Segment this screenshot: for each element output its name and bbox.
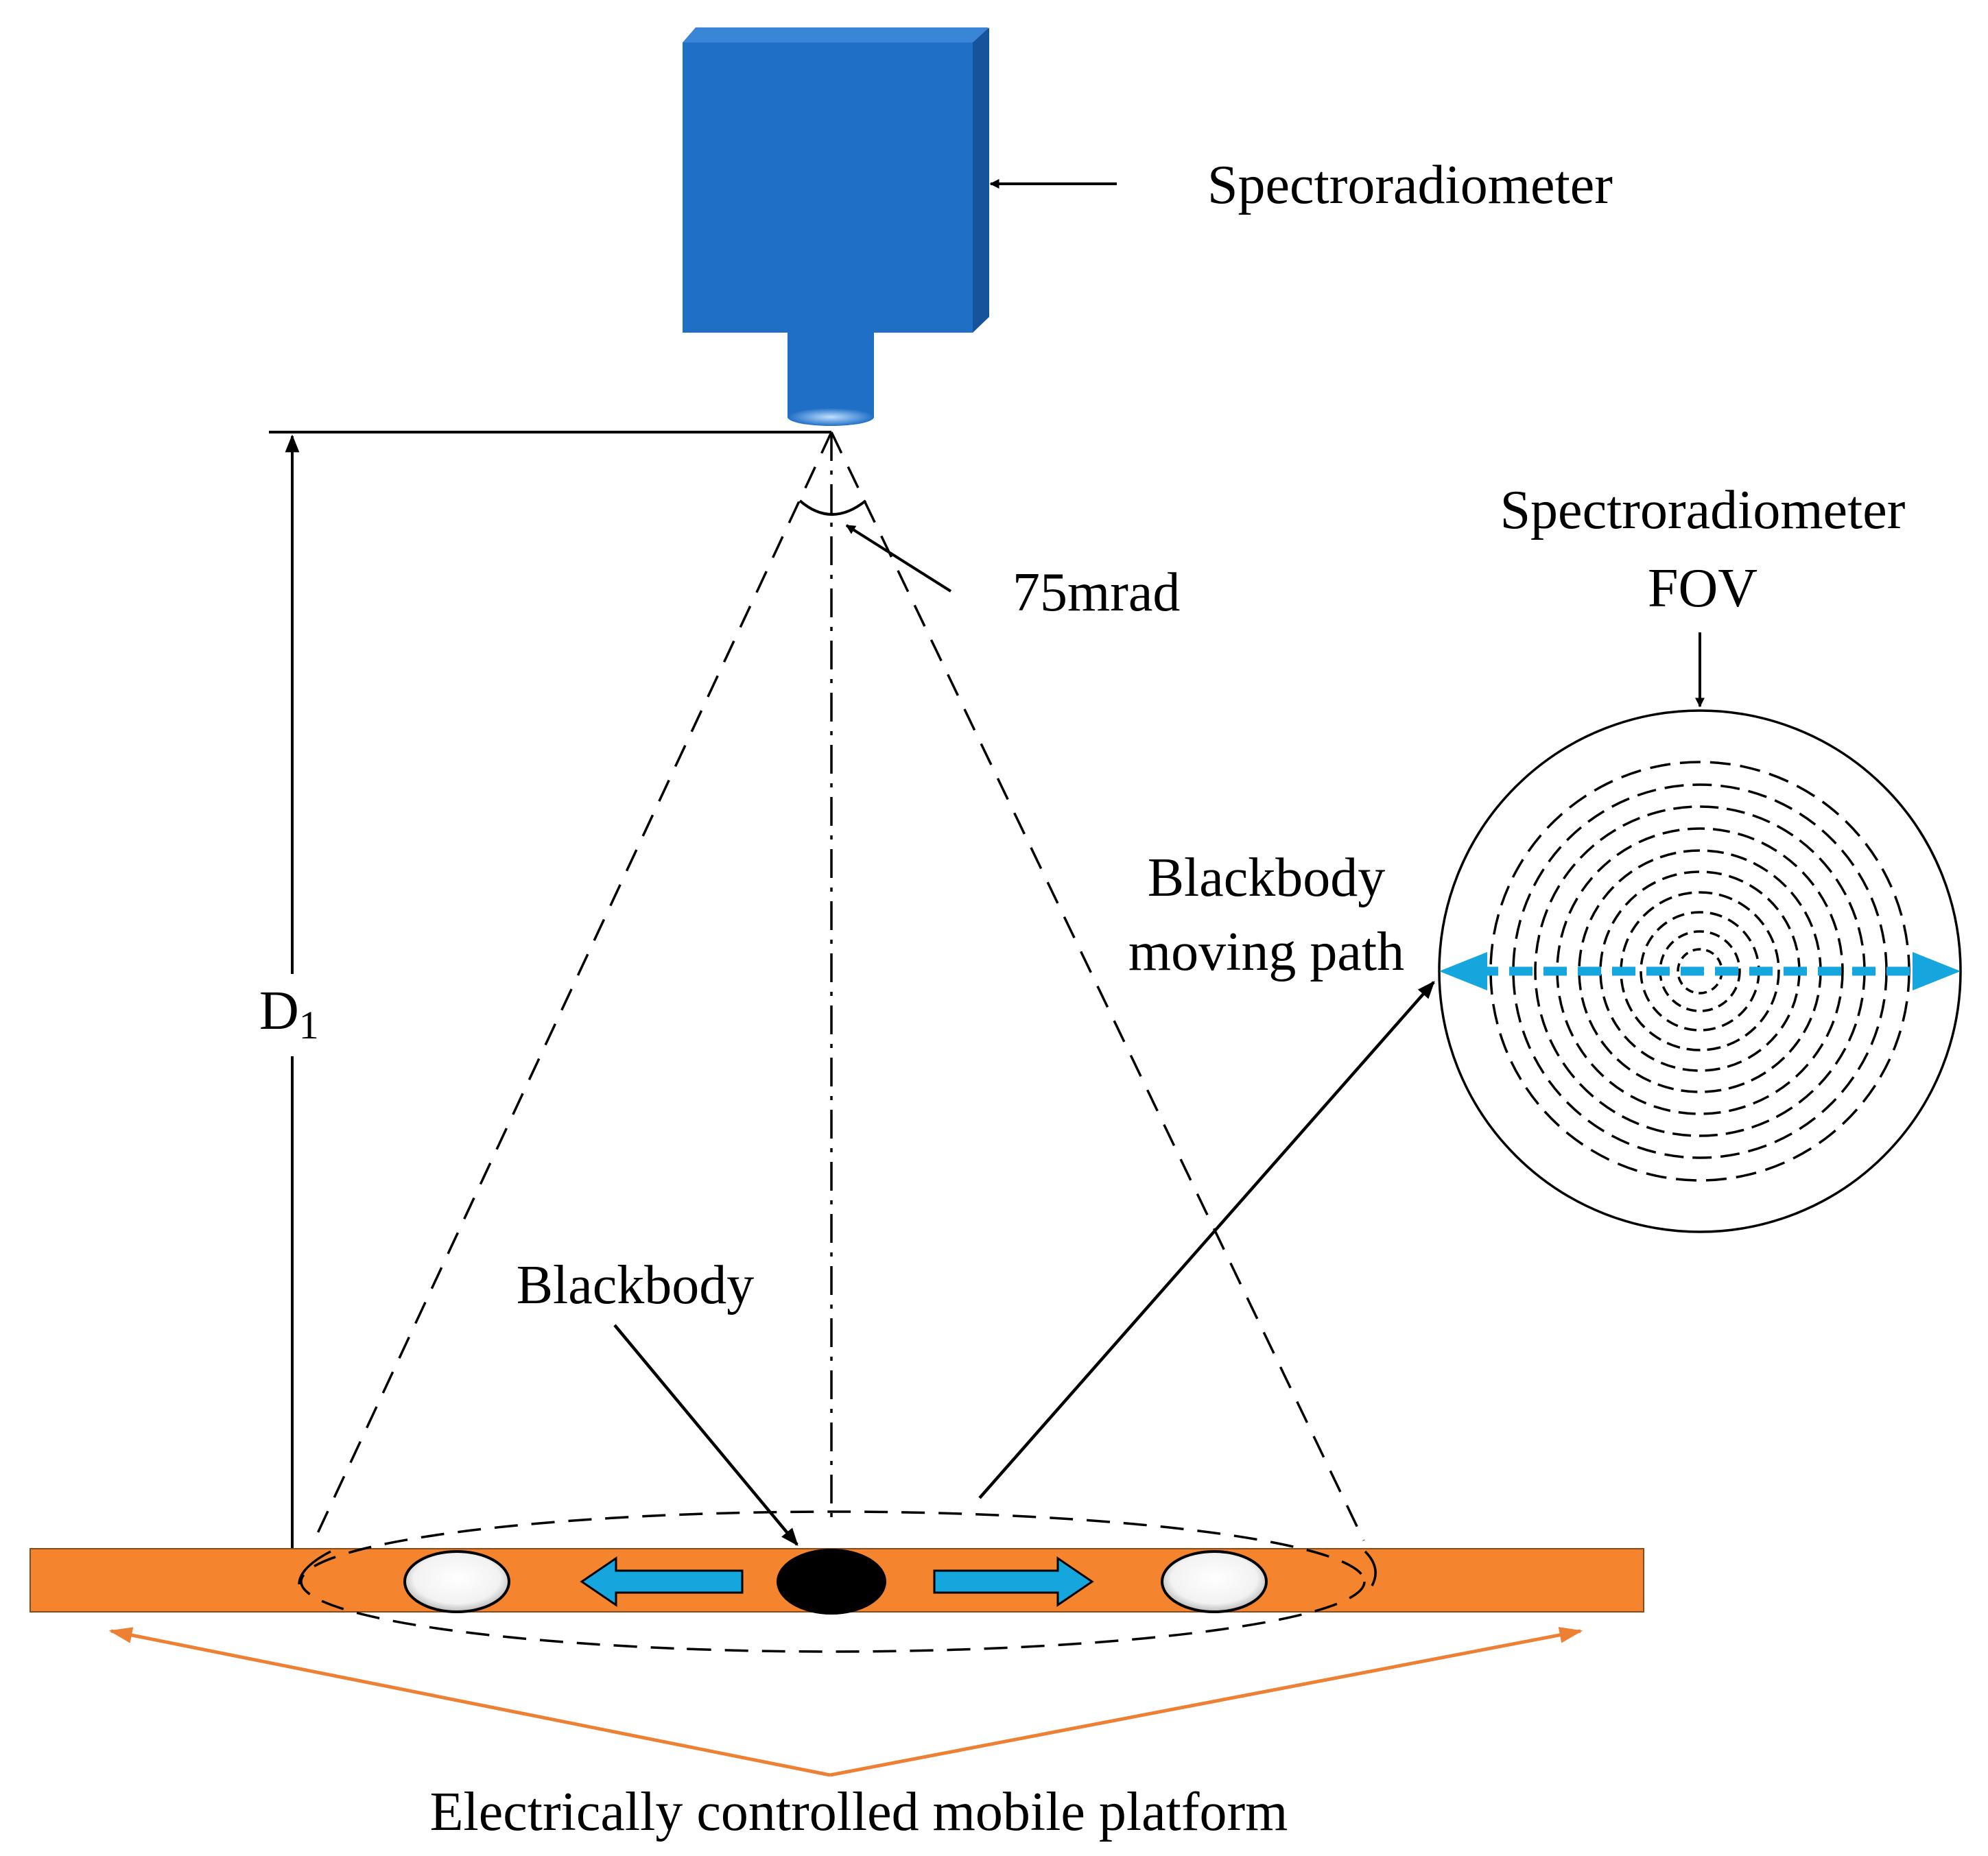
device-front-face	[683, 43, 973, 333]
fov-footprint-ellipse	[300, 1510, 1366, 1653]
blackbody-pointer-arrow	[613, 1324, 798, 1546]
moving-path-label-line1: Blackbody	[1148, 848, 1386, 908]
distance-label-main: D	[259, 981, 299, 1041]
moving-path-label-line2: moving path	[1128, 922, 1404, 982]
spectroradiometer-label: Spectroradiometer	[1207, 155, 1613, 215]
angle-label: 75mrad	[1013, 562, 1180, 623]
spectroradiometer-device	[683, 27, 989, 426]
blackbody-label: Blackbody	[517, 1255, 755, 1316]
lens-tube	[788, 333, 874, 418]
fov-label-line2: FOV	[1648, 558, 1758, 619]
moving-path-right-arrowhead	[1913, 952, 1961, 990]
motion-arrow-left	[580, 1556, 744, 1607]
angle-arc	[798, 499, 867, 516]
fov-cone-right	[830, 431, 1365, 1541]
platform-label: Electrically controlled mobile platform	[430, 1782, 1288, 1842]
fov-cone-left	[313, 431, 833, 1541]
fov-label-line1: Spectroradiometer	[1500, 480, 1906, 540]
blackbody-icon	[777, 1549, 886, 1615]
device-top-face	[683, 27, 989, 43]
device-side-face	[973, 27, 989, 333]
distance-label: D1	[259, 981, 319, 1047]
moving-path-left-arrowhead	[1439, 952, 1487, 990]
footprint-right-edge	[1364, 1550, 1377, 1586]
motion-arrow-right	[933, 1556, 1094, 1607]
lens-icon	[788, 408, 874, 426]
platform-arrow-right	[829, 1627, 1583, 1777]
footprint-left-edge	[298, 1550, 331, 1585]
empty-slot-left	[403, 1550, 510, 1613]
empty-slot-right	[1161, 1550, 1268, 1613]
moving-path-pointer-arrow	[978, 981, 1435, 1499]
angle-pointer-arrow	[845, 524, 952, 593]
distance-label-subscript: 1	[299, 1003, 319, 1047]
platform-arrow-left	[108, 1627, 831, 1777]
fov-circle	[1438, 709, 1962, 1233]
